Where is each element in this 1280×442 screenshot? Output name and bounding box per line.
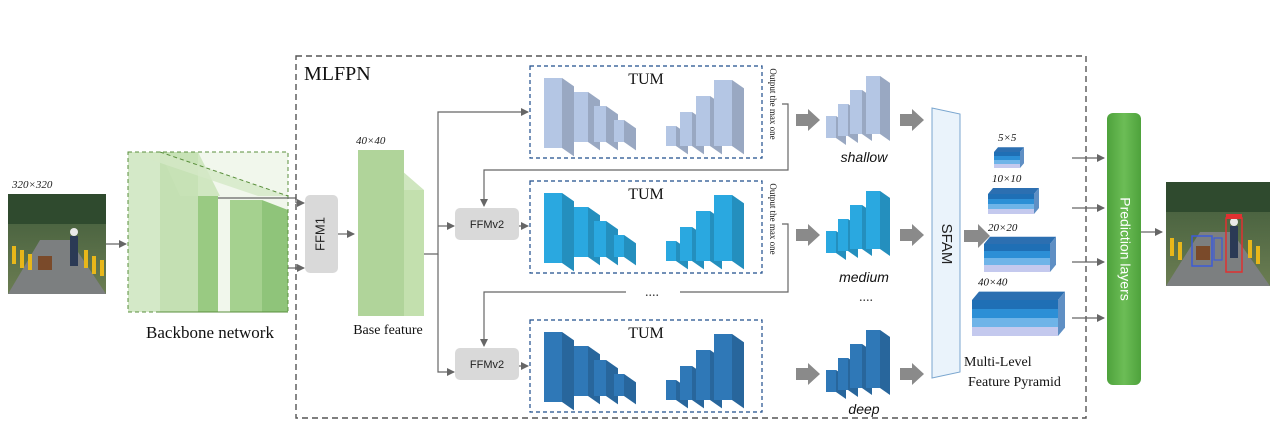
mlfpn-label: MLFPN bbox=[304, 63, 371, 85]
tum-label: TUM bbox=[628, 325, 664, 342]
tum-encoder-block bbox=[614, 374, 636, 405]
ffmv2-label-medium: FFMv2 bbox=[470, 219, 504, 231]
level-label-deep: deep bbox=[848, 401, 879, 417]
ffmv2-label-deep: FFMv2 bbox=[470, 359, 504, 371]
tum-label: TUM bbox=[628, 71, 664, 88]
tum-decoder-block bbox=[714, 334, 744, 409]
tum-box bbox=[529, 319, 763, 413]
sfam-label: SFAM bbox=[938, 224, 955, 265]
base-feature-block bbox=[358, 150, 424, 316]
pyramid-level: 20×20 bbox=[984, 222, 1056, 272]
feedback-tum2-line bbox=[680, 223, 789, 293]
arrow-level-to-sfam bbox=[900, 109, 924, 131]
base-feature-label: Base feature bbox=[353, 323, 423, 338]
tum-side-note: Output the max one bbox=[768, 68, 778, 139]
arrow-level-to-sfam bbox=[900, 224, 924, 246]
tum-row-medium: TUM Output the max one medium bbox=[529, 180, 924, 285]
arrow-level-to-sfam bbox=[900, 363, 924, 385]
mlfpn-container bbox=[295, 55, 1087, 419]
pyramid-level: 40×40 bbox=[972, 277, 1065, 336]
input-size-label: 320×320 bbox=[11, 179, 53, 191]
level-feature-block bbox=[866, 330, 890, 395]
arrow-tum-to-output bbox=[796, 224, 820, 246]
tum-encoder-block bbox=[544, 332, 574, 411]
pyramid-level: 5×5 bbox=[994, 132, 1024, 168]
feedback-to-ffmv2-deep bbox=[480, 291, 626, 347]
tum-box bbox=[529, 180, 763, 274]
arrow-base-to-tum1 bbox=[424, 108, 529, 255]
prediction-label: Prediction layers bbox=[1117, 197, 1133, 301]
level-feature-block bbox=[866, 76, 890, 141]
output-image bbox=[1166, 182, 1270, 286]
level-feature-block bbox=[866, 191, 890, 256]
tum-encoder-block bbox=[614, 120, 636, 151]
ellipsis-levels: .... bbox=[859, 290, 873, 305]
pyramid-level: 10×10 bbox=[988, 173, 1039, 214]
feature-pyramid: 5×5 10×10 20×20 40×40 bbox=[972, 132, 1065, 336]
prediction-layers-box bbox=[1107, 113, 1141, 385]
feedback-tum1-to-ffmv2 bbox=[480, 103, 789, 207]
backbone-block bbox=[127, 151, 289, 313]
ffmv2-box-medium bbox=[455, 208, 519, 240]
ffm1-box bbox=[305, 195, 338, 273]
tum-row-deep: TUM deep bbox=[529, 319, 924, 417]
arrow-tum-to-output bbox=[796, 109, 820, 131]
tum-encoder-block bbox=[544, 193, 574, 272]
pyramid-label-line2: Feature Pyramid bbox=[968, 375, 1061, 390]
tum-decoder-block bbox=[714, 195, 744, 270]
pyramid-scale-label: 20×20 bbox=[988, 222, 1018, 234]
arrow-base-to-ffmv2-3 bbox=[437, 254, 455, 376]
backbone-label: Backbone network bbox=[146, 323, 274, 342]
ffm1-label: FFM1 bbox=[312, 217, 327, 251]
pyramid-label-line1: Multi-Level bbox=[964, 355, 1032, 370]
ellipsis-middle: .... bbox=[645, 285, 659, 300]
tum-encoder-block bbox=[614, 235, 636, 266]
tum-encoder-block bbox=[544, 78, 574, 157]
tum-decoder-block bbox=[714, 80, 744, 155]
ffmv2-box-deep bbox=[455, 348, 519, 380]
input-image bbox=[8, 194, 106, 294]
level-label-medium: medium bbox=[839, 269, 889, 285]
base-size-label: 40×40 bbox=[356, 135, 386, 147]
pyramid-scale-label: 10×10 bbox=[992, 173, 1022, 185]
arrow-sfam-to-pyramid bbox=[964, 224, 990, 248]
tum-row-shallow: TUM Output the max one shallow bbox=[529, 65, 924, 165]
tum-side-note: Output the max one bbox=[768, 183, 778, 254]
pyramid-scale-label: 5×5 bbox=[998, 132, 1017, 144]
sfam-block bbox=[931, 107, 961, 379]
pyramid-scale-label: 40×40 bbox=[978, 277, 1008, 289]
level-label-shallow: shallow bbox=[841, 149, 889, 165]
tum-label: TUM bbox=[628, 186, 664, 203]
tum-box bbox=[529, 65, 763, 159]
arrow-tum-to-output bbox=[796, 363, 820, 385]
